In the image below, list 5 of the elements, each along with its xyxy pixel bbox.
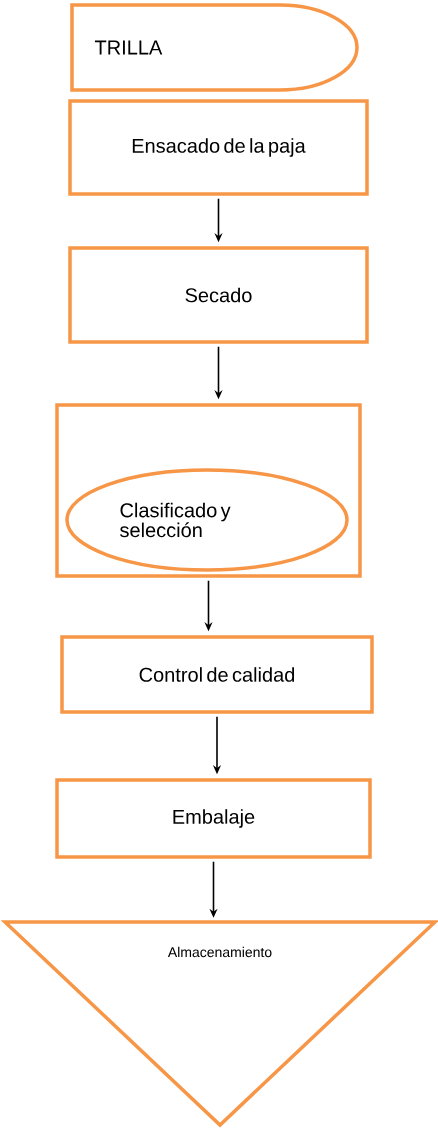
process-box [55, 403, 362, 578]
process-box: Control de calidad [60, 635, 374, 714]
process-box: Ensacado de la paja [68, 99, 369, 196]
process-box: Secado [68, 246, 369, 344]
process-box: Embalaje [55, 778, 372, 859]
